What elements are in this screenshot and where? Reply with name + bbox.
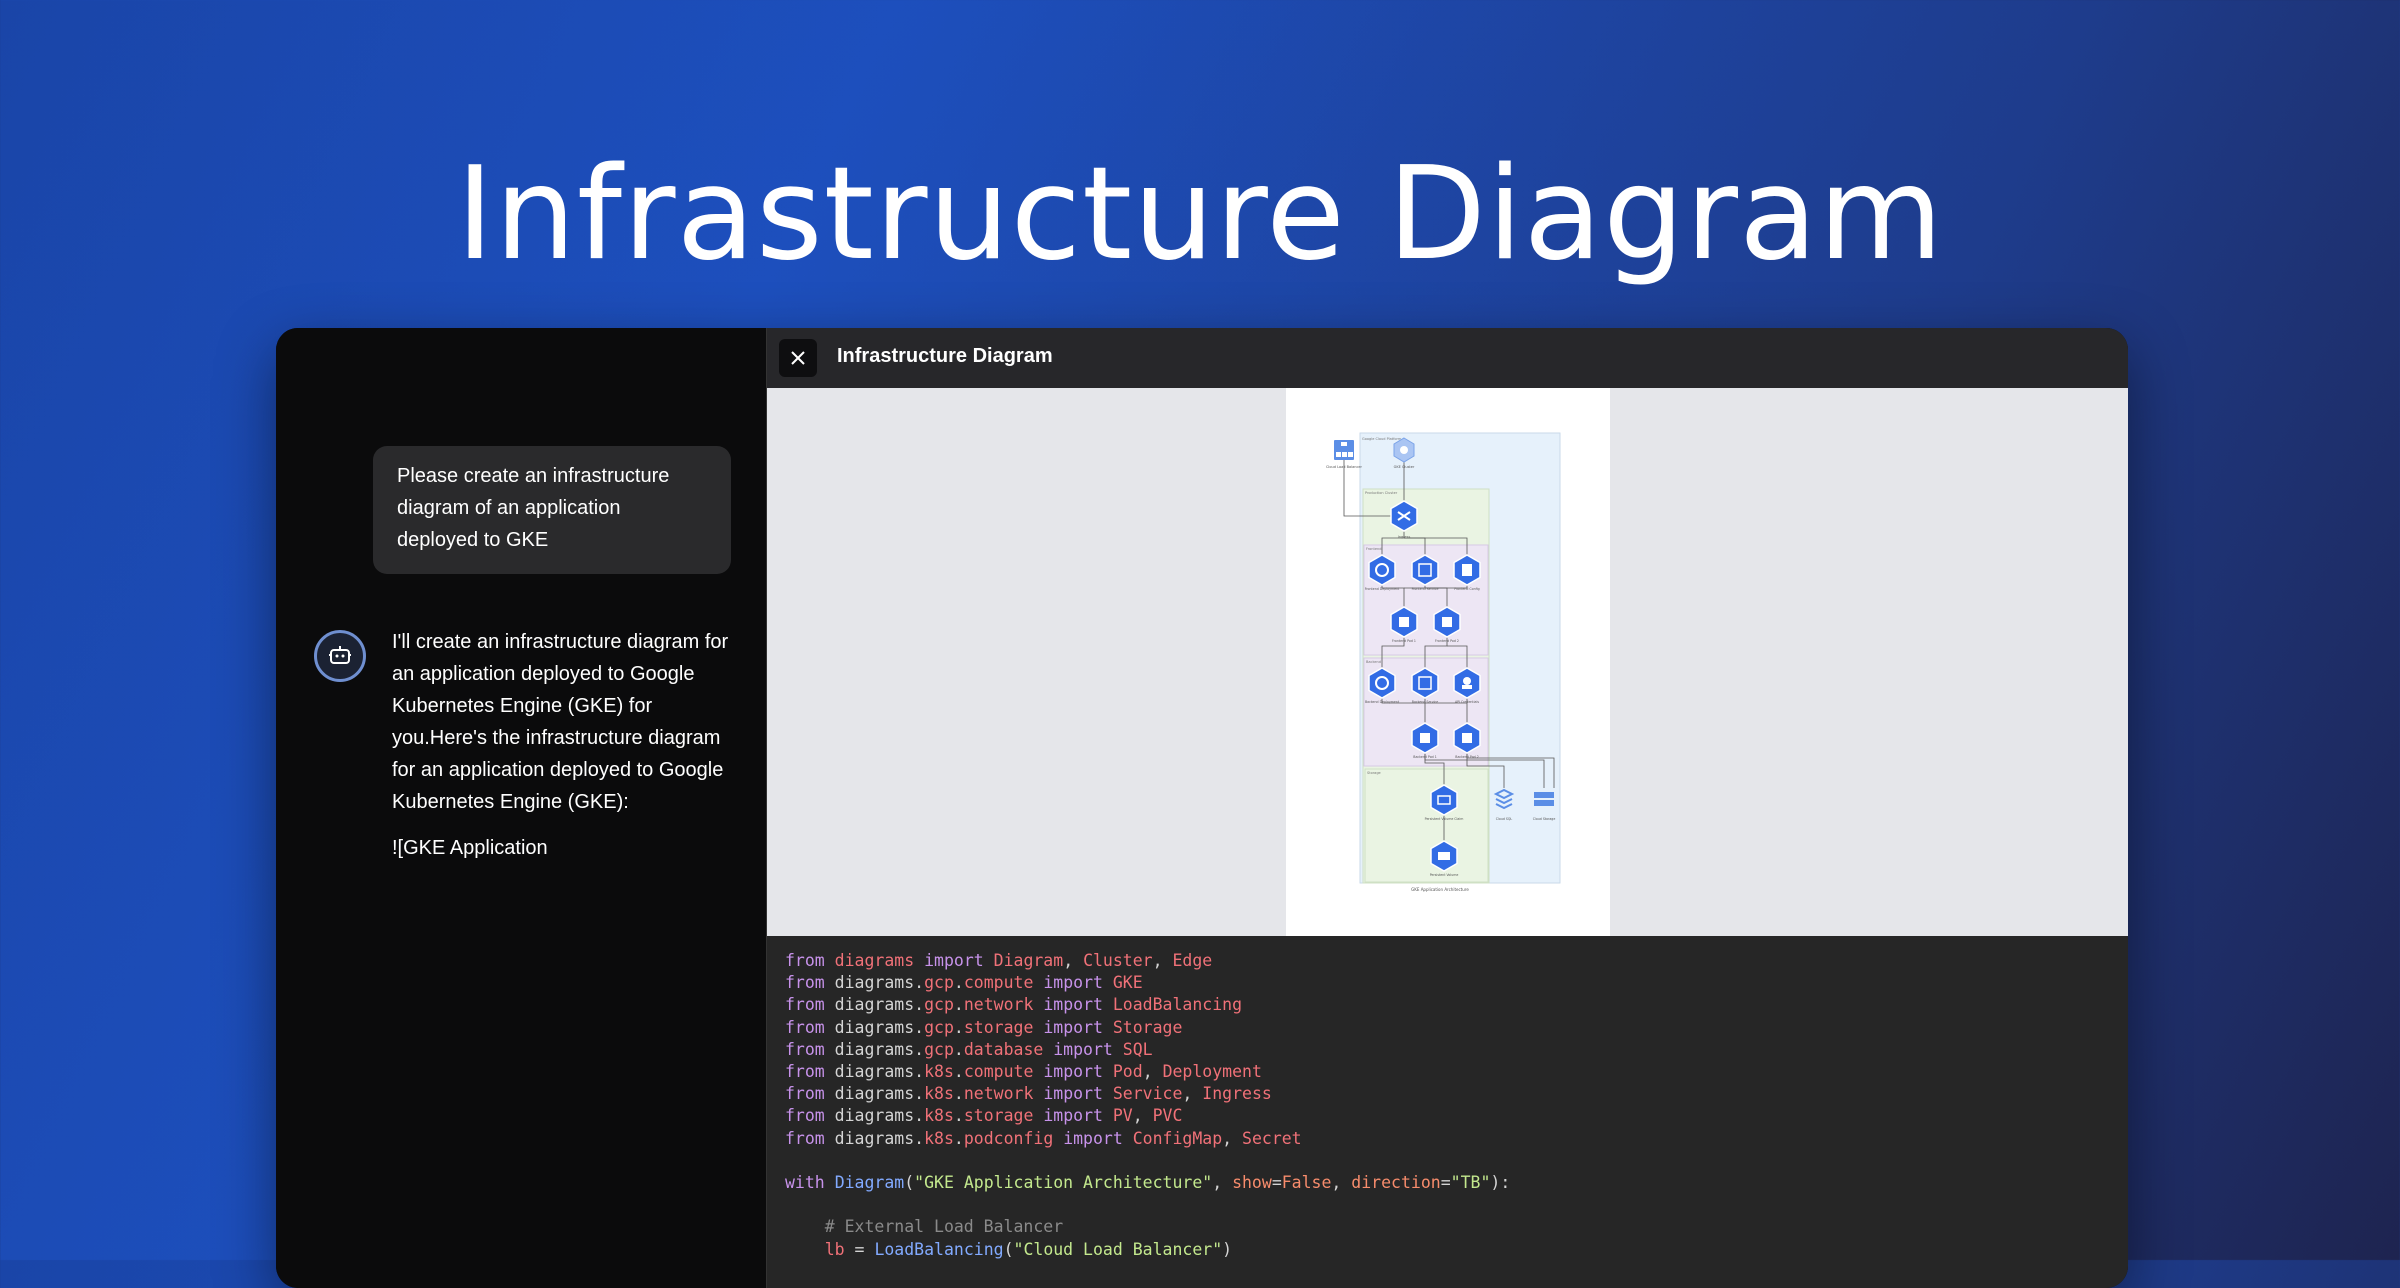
code-block: from diagrams import Diagram, Cluster, E… bbox=[767, 936, 2128, 1288]
diagram-edges bbox=[1343, 460, 1555, 843]
node-label: Cloud SQL bbox=[1496, 817, 1513, 821]
node-label: Backend Pod 1 bbox=[1413, 755, 1436, 759]
panel-header: Infrastructure Diagram bbox=[767, 328, 2128, 388]
node-label: API Credentials bbox=[1455, 700, 1479, 704]
cluster-label: Storage bbox=[1367, 771, 1381, 775]
code-line: lb = LoadBalancing("Cloud Load Balancer"… bbox=[824, 1239, 1233, 1259]
app-window: Please create an infrastructure diagram … bbox=[276, 328, 2128, 1288]
pvc-node: Persistent Volume Claim bbox=[1425, 784, 1464, 821]
node-label: Backend Pod 2 bbox=[1455, 755, 1478, 759]
backend-pod-node: Backend Pod 2 bbox=[1453, 722, 1481, 759]
code-line: from diagrams.gcp.compute import GKE bbox=[785, 973, 1143, 993]
preview-pane: Infrastructure Diagram Google Cloud Plat… bbox=[766, 328, 2128, 1288]
bot-message-paragraph: I'll create an infrastructure diagram fo… bbox=[392, 631, 729, 813]
backend-service-node: Backend Service bbox=[1411, 667, 1439, 704]
frontend-pod-node: Frontend Pod 1 bbox=[1390, 606, 1418, 643]
api-credentials-node: API Credentials bbox=[1453, 667, 1481, 704]
node-label: Frontend Pod 1 bbox=[1392, 639, 1416, 643]
frontend-config-node: Frontend Config bbox=[1453, 554, 1481, 591]
cloud-storage-node: Cloud Storage bbox=[1533, 792, 1556, 821]
page-title: Infrastructure Diagram bbox=[455, 140, 1945, 289]
node-label: Frontend Deployment bbox=[1365, 587, 1400, 591]
diagram-caption: GKE Application Architecture bbox=[1411, 887, 1469, 892]
cluster-label: Backend bbox=[1366, 660, 1381, 664]
robot-icon bbox=[329, 646, 351, 664]
panel-title: Infrastructure Diagram bbox=[837, 345, 1053, 367]
cluster-label: Google Cloud Platform bbox=[1362, 437, 1402, 441]
code-line: from diagrams import Diagram, Cluster, E… bbox=[785, 951, 1213, 970]
frontend-deployment-node: Frontend Deployment bbox=[1365, 554, 1400, 591]
backend-pod-node: Backend Pod 1 bbox=[1411, 722, 1439, 759]
code-line bbox=[785, 1194, 2110, 1216]
code-line: # External Load Balancer bbox=[785, 1217, 1064, 1237]
node-label: Persistent Volume Claim bbox=[1425, 817, 1464, 821]
code-line: from diagrams.gcp.network import LoadBal… bbox=[785, 995, 1243, 1015]
backend-deployment-node: Backend Deployment bbox=[1365, 667, 1400, 704]
node-label: Cloud Storage bbox=[1533, 817, 1556, 821]
frontend-pod-node: Frontend Pod 2 bbox=[1433, 606, 1461, 643]
cluster-label: Frontend bbox=[1366, 547, 1381, 551]
pv-node: Persistent Volume bbox=[1430, 840, 1459, 877]
code-line: from diagrams.k8s.compute import Pod, De… bbox=[785, 1062, 1262, 1082]
code-line: from diagrams.k8s.podconfig import Confi… bbox=[785, 1128, 1302, 1148]
node-label: Frontend Service bbox=[1412, 587, 1439, 591]
bot-message: I'll create an infrastructure diagram fo… bbox=[392, 626, 732, 878]
diagram-image: Google Cloud Platform Production Cluster… bbox=[1286, 388, 1610, 936]
code-line: from diagrams.k8s.network import Service… bbox=[785, 1084, 1272, 1104]
bot-message-paragraph: ![GKE Application bbox=[392, 837, 548, 859]
code-line: from diagrams.k8s.storage import PV, PVC bbox=[785, 1106, 1183, 1126]
chat-pane: Please create an infrastructure diagram … bbox=[276, 328, 766, 1288]
frontend-service-node: Frontend Service bbox=[1411, 554, 1439, 591]
code-line: from diagrams.gcp.storage import Storage bbox=[785, 1017, 1183, 1037]
node-label: Backend Deployment bbox=[1365, 700, 1400, 704]
code-line: with Diagram("GKE Application Architectu… bbox=[785, 1173, 1511, 1193]
node-label: Cloud Load Balancer bbox=[1326, 465, 1363, 469]
bot-avatar bbox=[314, 630, 366, 682]
cluster-label: Production Cluster bbox=[1365, 491, 1398, 495]
ingress-node: Ingress bbox=[1390, 500, 1418, 539]
node-label: Backend Service bbox=[1412, 700, 1438, 704]
code-line bbox=[785, 1150, 2110, 1172]
close-icon bbox=[791, 351, 805, 365]
code-line: from diagrams.gcp.database import SQL bbox=[785, 1039, 1153, 1059]
node-label: Persistent Volume bbox=[1430, 873, 1459, 877]
node-label: Frontend Config bbox=[1454, 587, 1479, 591]
user-message: Please create an infrastructure diagram … bbox=[373, 446, 731, 574]
storage-cluster bbox=[1364, 768, 1489, 883]
node-label: GKE Cluster bbox=[1394, 465, 1415, 469]
node-label: Frontend Pod 2 bbox=[1435, 639, 1459, 643]
load-balancer-node: Cloud Load Balancer bbox=[1326, 440, 1363, 469]
node-label: Ingress bbox=[1398, 535, 1411, 539]
close-button[interactable] bbox=[779, 339, 817, 377]
gke-node: GKE Cluster bbox=[1393, 437, 1415, 469]
diagram-viewer[interactable]: Google Cloud Platform Production Cluster… bbox=[767, 388, 2128, 936]
cloud-sql-node: Cloud SQL bbox=[1493, 788, 1515, 821]
